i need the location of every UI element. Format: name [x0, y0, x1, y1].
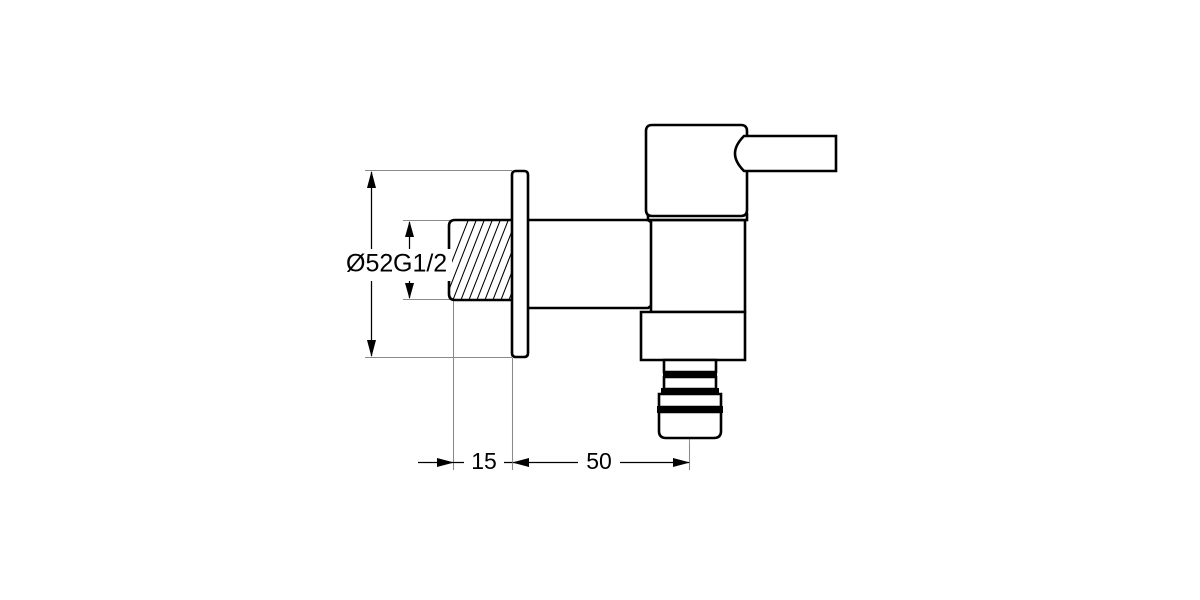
- arrow-50-left: [512, 458, 529, 467]
- wall-flange-plate: [510, 169, 530, 359]
- barb-band-3: [657, 406, 723, 413]
- arrow-50-right: [673, 458, 690, 467]
- dim-label-flange-diameter: Ø52: [346, 250, 393, 278]
- arrow-thread-top: [405, 221, 414, 237]
- lower-collar-body: [639, 310, 747, 362]
- threaded-inlet-body: [447, 218, 515, 302]
- barb-band-1: [663, 371, 717, 378]
- valve-column: [649, 218, 747, 314]
- dim-50-text-bg: [578, 448, 620, 477]
- dim-label-thread-size: G1/2: [393, 250, 447, 278]
- barb-ring-3: [657, 410, 723, 440]
- dim-thread-text-bg: [392, 249, 452, 281]
- wall-flange: [510, 169, 530, 359]
- dim-label-body-projection: 50: [586, 448, 612, 474]
- dim-15-text-bg: [464, 448, 504, 477]
- barb-ring-2: [657, 392, 723, 409]
- arrow-thread-bottom: [405, 283, 414, 299]
- handle-lever: [733, 134, 838, 173]
- valve-column-body: [649, 218, 747, 314]
- hose-connector: [657, 358, 723, 440]
- arrow-15-inward: [437, 458, 454, 467]
- arrow-diameter-bottom: [367, 340, 376, 357]
- handle-lever-arm: [733, 134, 838, 173]
- dimension-thread-size: G1/2: [392, 221, 452, 299]
- handle-cap-housing: [644, 123, 749, 218]
- dimension-thread-length: 15: [418, 448, 512, 477]
- barb-neck: [662, 358, 718, 374]
- threaded-inlet: [447, 218, 515, 302]
- dimension-body-projection: 50: [512, 448, 690, 477]
- arrow-diameter-top: [367, 171, 376, 188]
- lower-collar: [639, 310, 747, 362]
- barb-band-2: [661, 388, 719, 395]
- dim-label-thread-length: 15: [471, 448, 497, 474]
- barb-ring-1: [662, 375, 718, 391]
- handle-cap: [644, 123, 749, 218]
